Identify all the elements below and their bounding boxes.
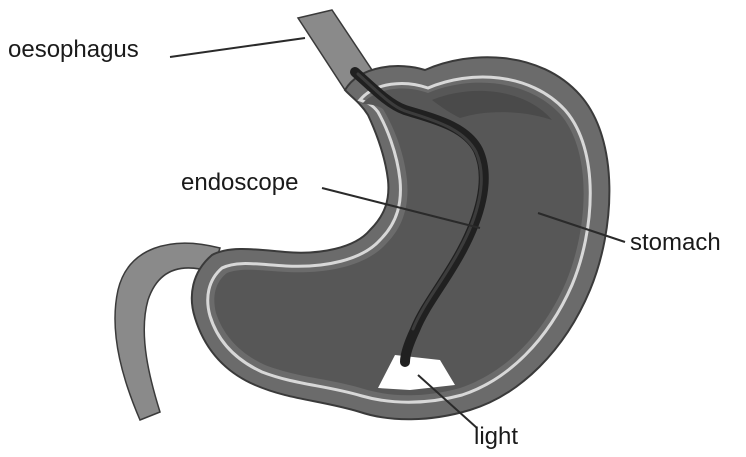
label-oesophagus: oesophagus bbox=[8, 38, 139, 62]
label-light: light bbox=[474, 425, 518, 449]
leader-line-oesophagus bbox=[170, 38, 305, 57]
label-stomach: stomach bbox=[630, 231, 721, 255]
label-endoscope: endoscope bbox=[181, 171, 298, 195]
